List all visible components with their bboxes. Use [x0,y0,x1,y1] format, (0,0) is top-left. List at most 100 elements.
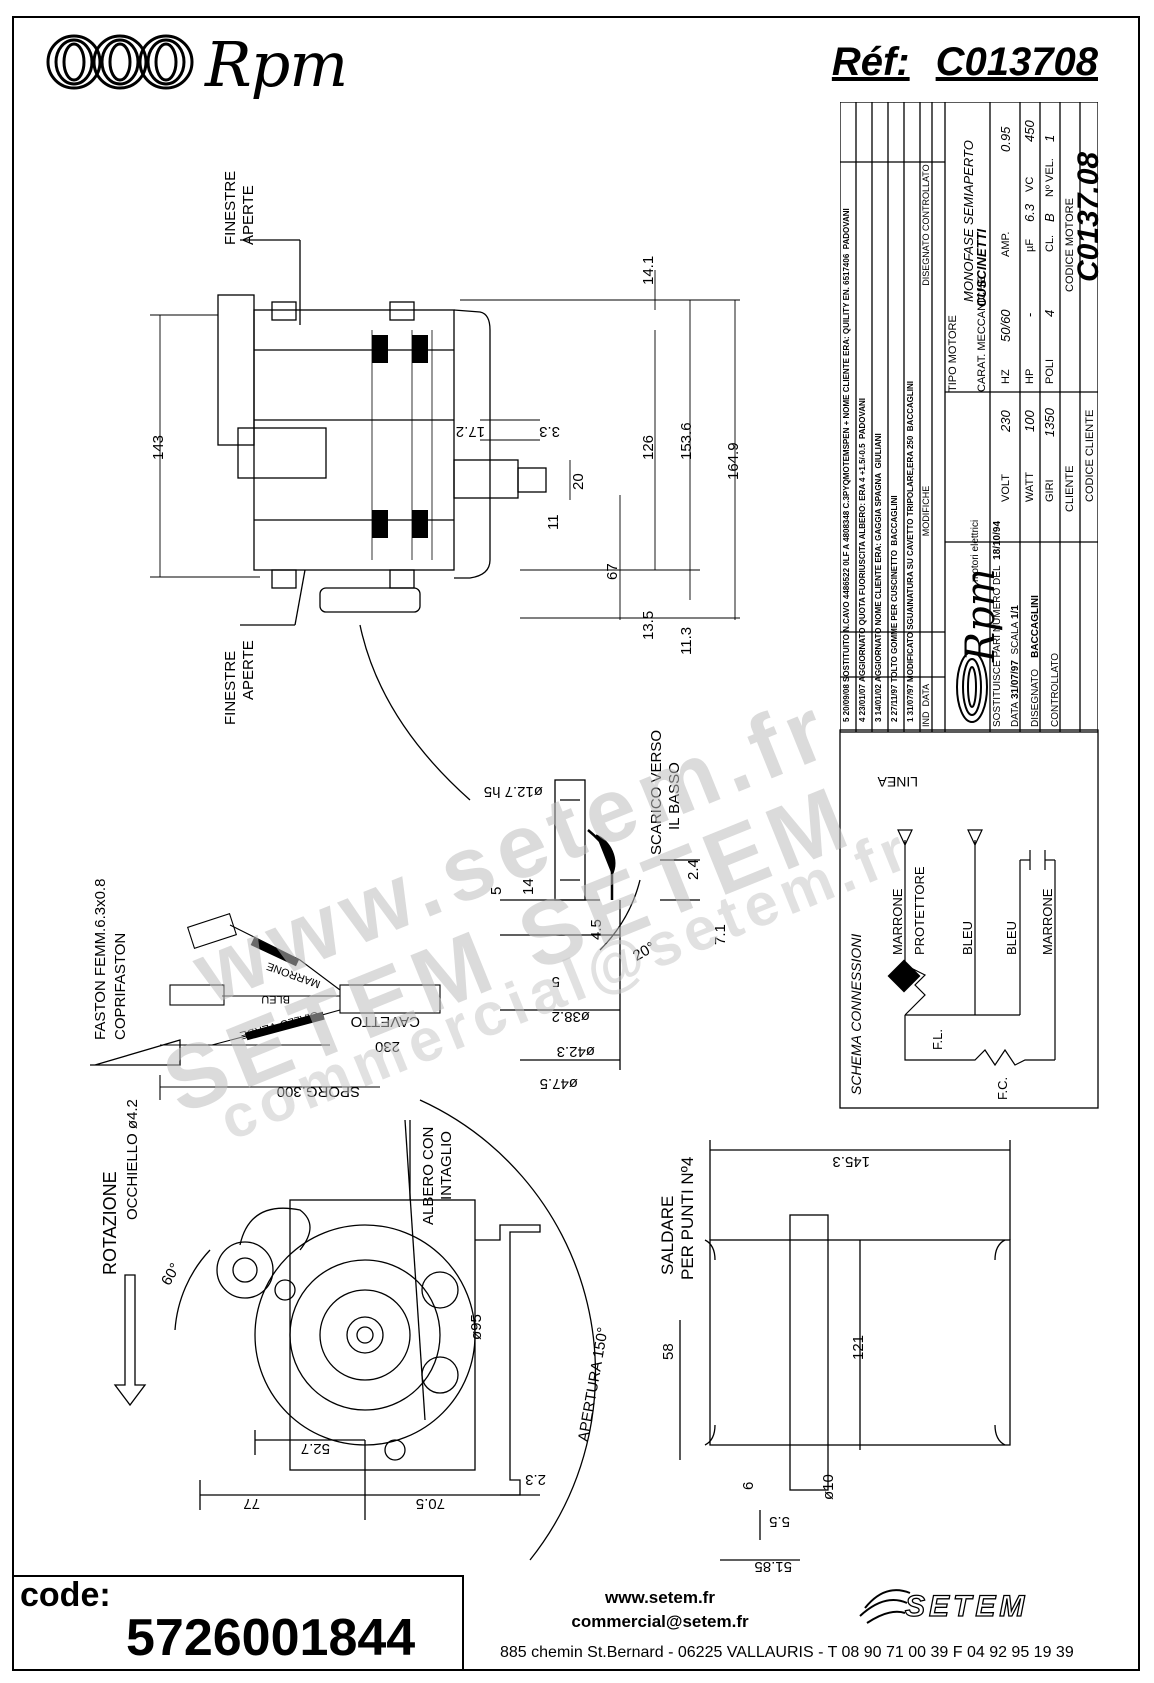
codice-cliente-label: CODICE CLIENTE [1084,409,1096,502]
setem-swirl-icon [859,1589,911,1624]
rpm-coil-icon [956,651,988,723]
revision-4: 4 23/01/07 AGGIORNATO QUOTA FUORIUSCITA … [858,397,867,722]
company-sub: motori elettrici [970,519,981,582]
motor-front-circle [254,1224,476,1446]
linea-label: LINEA [877,774,918,790]
dim-23: 2.3 [525,1471,546,1488]
finestre-top-1: FINESTRE [222,170,239,245]
dim-33: 3.3 [539,423,560,440]
occhiello-label: OCCHIELLO ø4.2 [124,1099,141,1220]
marrone-label-2: MARRONE [1040,888,1055,955]
dim-6: 6 [740,1481,757,1490]
disegnato: DISEGNATO BACCAGLINI [1030,595,1041,727]
dim-67: 67 [604,563,621,580]
rpm-logo-icon [46,34,194,90]
vel-value: 1 [1042,134,1057,142]
poli-label: POLI [1044,358,1056,384]
motor-terminal-block [217,294,255,446]
cl-value: B [1042,213,1057,222]
dim-475: ø47.5 [539,1075,578,1092]
title-block: 5 20/09/08 SOSTITUITO N.CAVO 4486522 0LF… [840,102,1105,1112]
vel-label: Nº VEL. [1044,158,1056,197]
dim-143: 143 [150,434,167,460]
dim-95: ø95 [468,1314,485,1340]
albero-2: INTAGLIO [438,1131,455,1200]
mounting-bracket [789,1214,829,1491]
dim-10: ø10 [820,1474,837,1500]
uf-label: µF [1024,238,1036,252]
watt-label: WATT [1024,472,1036,502]
uf-value: 6.3 [1022,203,1037,222]
motor-shaft [453,459,519,499]
hp-value: - [1022,312,1037,317]
marrone-label-1: MARRONE [890,888,905,955]
giri-value: 1350 [1042,408,1057,437]
dim-20: 20 [570,473,587,490]
fc-label: F.C. [995,1076,1010,1100]
motor-body [253,309,455,571]
brand-name: Rpm [205,28,348,101]
dim-1453: 145.3 [832,1153,870,1170]
bleu-label-1: BLEU [960,921,975,955]
albero-1: ALBERO CON [420,1126,437,1225]
ref-value: C013708 [935,40,1098,84]
pulley [319,587,421,613]
revision-header: IND DATA MODIFICHE DISEGNATO CONTROLLATO [921,164,931,727]
cl-label: CL. [1044,234,1056,252]
watt-value: 100 [1022,410,1037,432]
revision-1: 1 31/07/97 MODIFICATO SGUAINATURA SU CAV… [906,381,915,722]
dim-172: 17.2 [455,423,485,440]
code-box [12,1575,464,1671]
drawing-frame [12,16,1140,1671]
dim-55: 5.5 [769,1513,790,1530]
setem-brand: SETEM [904,1589,1029,1623]
amp-value: 0.95 [998,126,1013,152]
dim-705: 70.5 [415,1495,445,1512]
mech-value: CUSCINETTI [974,229,989,307]
data-scala: DATA 31/07/97 SCALA 1/1 [1010,605,1021,727]
schema-title: SCHEMA CONNESSIONI [848,933,864,1095]
dim-58: 58 [660,1343,677,1360]
motor-type-label: TIPO MOTORE [947,315,959,392]
saldare-2: PER PUNTI Nº4 [678,1156,697,1280]
saldare-1: SALDARE [658,1195,677,1275]
ref-label: Réf: [831,40,910,84]
revision-2: 2 27/11/97 TOLTO GOMME PER CUSCINETTO BA… [890,495,899,722]
finestre-top-2: APERTE [240,185,257,245]
revision-5: 5 20/09/08 SOSTITUITO N.CAVO 4486522 0LF… [842,208,851,722]
dim-11: 11 [545,514,562,530]
dim-5185: 51.85 [754,1558,792,1575]
dim-126: 126 [640,434,657,460]
poli-value: 4 [1042,309,1057,317]
dim-527: 52.7 [300,1440,330,1457]
vc-label: VC [1024,176,1036,192]
rotazione-label: ROTAZIONE [100,1171,120,1275]
giri-label: GIRI [1044,479,1056,502]
hp-label: HP [1024,368,1036,384]
dim-135: 13.5 [640,610,657,640]
dim-141: 14.1 [640,255,657,285]
reference-number: Réf: C013708 [832,40,1098,85]
address: 885 chemin St.Bernard - 06225 VALLAURIS … [500,1644,1074,1661]
codice-motore: C0137.08 [1072,151,1105,282]
email-link[interactable]: commercial@setem.fr [571,1612,749,1631]
volt-value: 230 [998,410,1013,432]
fl-label: F.L. [930,1029,945,1050]
finestre-bottom-1: FINESTRE [222,650,239,725]
dim-113: 11.3 [678,626,695,655]
bleu-label-2: BLEU [1004,921,1019,955]
website-link[interactable]: www.setem.fr [605,1588,715,1607]
controllato: CONTROLLATO [1050,652,1061,727]
faston-2: COPRIFASTON [112,932,129,1040]
hz-label: HZ [1000,369,1012,384]
revision-3: 3 14/01/02 AGGIORNATO NOME CLIENTE ERA: … [874,433,883,722]
finestre-bottom-2: APERTE [240,640,257,700]
amp-label: AMP. [1000,231,1012,257]
schema-box [839,729,1099,1109]
dim-121: 121 [850,1334,867,1360]
dim-77: 77 [243,1495,260,1512]
faston-1: FASTON FEMM.6.3x0.8 [92,878,109,1040]
contact-info: www.setem.fr commercial@setem.fr [540,1586,780,1634]
code-value: 5726001844 [126,1609,416,1667]
